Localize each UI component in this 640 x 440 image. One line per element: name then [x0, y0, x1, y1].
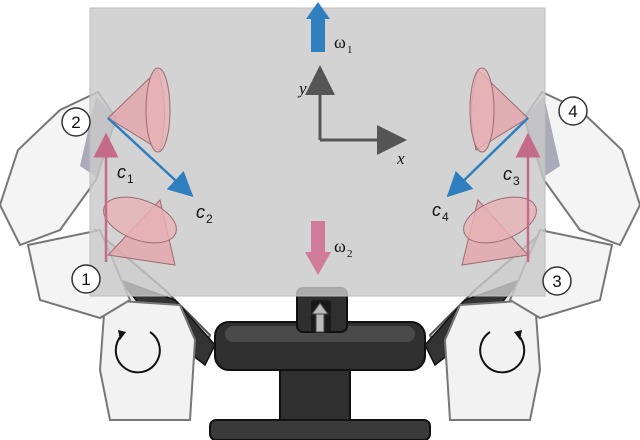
- svg-text:1: 1: [347, 44, 353, 56]
- c1-label: c 1: [117, 162, 134, 186]
- axis-y-label: y: [297, 79, 307, 98]
- finger-label-3: 3: [542, 266, 572, 296]
- svg-text:3: 3: [552, 272, 561, 291]
- svg-text:4: 4: [442, 210, 449, 224]
- axis-x-label: x: [396, 149, 405, 168]
- svg-text:c: c: [117, 162, 126, 182]
- svg-text:c: c: [432, 200, 441, 220]
- omega-2-label: ω 2: [334, 236, 353, 260]
- robot-base-foot: [209, 419, 431, 440]
- svg-text:4: 4: [568, 102, 577, 121]
- svg-text:c: c: [503, 164, 512, 184]
- svg-text:2: 2: [71, 113, 80, 132]
- c4-label: c 4: [432, 200, 449, 224]
- c3-label: c 3: [503, 164, 520, 188]
- finger-label-2: 2: [61, 107, 91, 137]
- svg-text:1: 1: [81, 270, 90, 289]
- c2-label: c 2: [196, 202, 213, 226]
- omega-2-arrow: [305, 221, 331, 275]
- svg-text:ω: ω: [334, 236, 346, 256]
- svg-text:2: 2: [206, 212, 213, 226]
- robot-palm-top: [225, 326, 415, 342]
- friction-cones: [103, 67, 537, 266]
- coordinate-axes: [305, 65, 407, 155]
- omega-1-arrow: [306, 2, 330, 52]
- left-rotation-arrow: [114, 330, 161, 374]
- thumb-arrow: [311, 302, 329, 333]
- finger-label-1: 1: [71, 264, 101, 294]
- friction-cone-lower-left: [103, 196, 177, 266]
- omega-1-label: ω 1: [334, 32, 353, 56]
- svg-text:1: 1: [127, 172, 134, 186]
- contact-vector-c4: [446, 117, 529, 198]
- svg-text:ω: ω: [334, 32, 346, 52]
- left-finger-base: [98, 298, 197, 421]
- friction-cone-upper-left: [107, 67, 171, 153]
- friction-cone-upper-right: [469, 67, 529, 153]
- contact-vector-c2: [107, 117, 194, 198]
- finger-label-4: 4: [558, 96, 588, 126]
- right-rotation-arrow: [479, 330, 526, 374]
- right-finger-base: [443, 298, 542, 421]
- svg-text:2: 2: [347, 248, 353, 260]
- friction-cone-lower-right: [461, 196, 537, 266]
- svg-text:c: c: [196, 202, 205, 222]
- svg-text:3: 3: [513, 174, 520, 188]
